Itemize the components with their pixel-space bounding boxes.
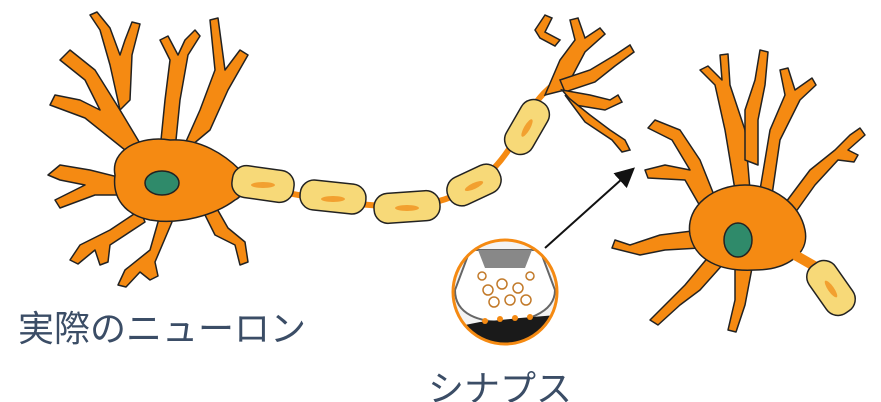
right-neuron-nucleus bbox=[724, 223, 752, 257]
synapse-arrow bbox=[545, 170, 632, 248]
axon bbox=[230, 80, 560, 224]
left-neuron-nucleus bbox=[145, 171, 179, 195]
axon-terminals bbox=[535, 15, 634, 152]
left-neuron bbox=[48, 12, 268, 287]
synapse-label: シナプス bbox=[428, 360, 572, 402]
neuron-label: 実際のニューロン bbox=[18, 300, 306, 352]
synapse-inset bbox=[440, 240, 570, 360]
myelin-sheaths bbox=[230, 94, 554, 224]
right-neuron bbox=[612, 50, 865, 332]
left-neuron-soma bbox=[114, 139, 245, 221]
